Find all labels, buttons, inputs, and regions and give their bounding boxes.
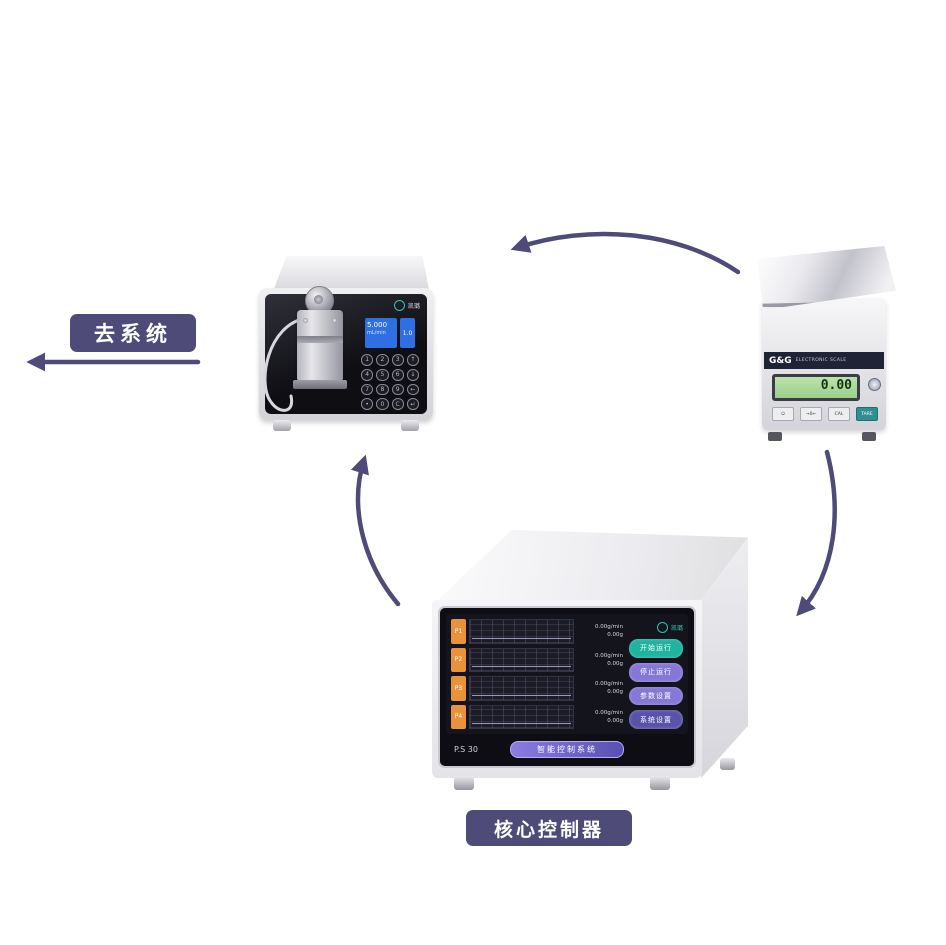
pump-tubing	[263, 316, 309, 412]
controller-screen-buttons: 开始运行 停止运行 参数设置 系统设置	[629, 639, 683, 729]
channel-graph	[469, 619, 574, 644]
controller-model-text: P.S 30	[454, 744, 478, 754]
pump-device: 凯璐 5.000 mL/min 1.0 1 2 3 ↑	[255, 256, 437, 438]
controller-touchscreen: P1 0.00g/min 0.00g P2 0.00	[446, 614, 688, 734]
scale-button-row: ⏻ →0← CAL TARE	[772, 407, 878, 421]
channel-row: P3 0.00g/min 0.00g	[451, 676, 623, 701]
controller-screen-button: 系统设置	[629, 710, 683, 729]
pump-key: C	[391, 398, 404, 410]
channel-values: 0.00g/min 0.00g	[577, 648, 623, 673]
channel-total: 0.00g	[607, 632, 623, 639]
scale-brand-subtext: ELECTRONIC SCALE	[795, 358, 847, 363]
scale-brand-strip: G&G ELECTRONIC SCALE	[764, 352, 884, 369]
pump-key: ←	[406, 383, 419, 396]
controller-bottom-strip: P.S 30 智能控制系统	[446, 738, 688, 760]
screw-icon	[303, 318, 308, 323]
to-system-label: 去系统	[70, 314, 196, 352]
controller-foot	[720, 758, 735, 770]
controller-channel-rows: P1 0.00g/min 0.00g P2 0.00	[451, 619, 623, 729]
pump-key: 8	[376, 383, 389, 396]
arrow-scale-to-pump	[510, 231, 741, 275]
controller-screen-button: 参数设置	[629, 686, 683, 706]
channel-tag: P1	[451, 619, 466, 644]
channel-values: 0.00g/min 0.00g	[577, 676, 623, 701]
pump-key: 3	[391, 354, 404, 366]
scale-foot	[862, 432, 876, 441]
pump-brand-text: 凯璐	[407, 303, 420, 310]
pump-display: 5.000 mL/min 1.0	[365, 318, 415, 348]
pump-head	[297, 310, 343, 382]
pump-key: 6	[391, 368, 404, 381]
pump-display-unit: mL/min	[367, 330, 386, 337]
screw-icon	[332, 318, 337, 323]
pump-display-value: 5.000	[367, 321, 388, 329]
pump-key: 0	[376, 398, 389, 410]
pump-key: ↵	[406, 398, 419, 410]
controller-foot	[650, 776, 670, 790]
scale-level-bubble	[868, 378, 881, 391]
controller-screen-button: 停止运行	[629, 662, 683, 682]
scale-button: →0←	[800, 407, 822, 421]
arrow-scale-to-controller	[796, 449, 837, 617]
channel-tag: P3	[451, 676, 466, 701]
arrow-controller-to-pump	[350, 454, 401, 607]
channel-rate: 0.00g/min	[595, 652, 623, 659]
controller-brand: 凯璐	[629, 620, 683, 634]
pump-key: ↓	[406, 368, 419, 381]
pump-key: 1	[361, 354, 374, 366]
channel-rate: 0.00g/min	[595, 709, 623, 716]
channel-total: 0.00g	[607, 689, 623, 696]
pump-foot	[401, 420, 419, 431]
pump-brand: 凯璐	[393, 300, 420, 311]
channel-total: 0.00g	[607, 660, 623, 667]
channel-row: P2 0.00g/min 0.00g	[451, 647, 623, 673]
channel-tag: P2	[451, 647, 466, 672]
controller-foot	[454, 776, 474, 790]
pump-head-base	[293, 380, 347, 389]
controller-system-name-pill: 智能控制系统	[510, 740, 624, 758]
controller-brand-text: 凯璐	[670, 624, 683, 632]
scale-button: CAL	[828, 407, 850, 421]
pump-front-panel: 凯璐 5.000 mL/min 1.0 1 2 3 ↑	[265, 294, 427, 414]
channel-graph	[469, 676, 574, 701]
controller-front-panel: P1 0.00g/min 0.00g P2 0.00	[438, 606, 696, 768]
controller-screen-button: 开始运行	[629, 639, 683, 658]
pump-key: 5	[376, 368, 389, 381]
core-controller-device: P1 0.00g/min 0.00g P2 0.00	[424, 526, 750, 796]
pump-key: 7	[361, 383, 374, 396]
pump-key: 4	[361, 368, 374, 381]
controller-screen-right-column: 凯璐 开始运行 停止运行 参数设置 系统设置	[629, 619, 683, 729]
channel-row: P4 0.00g/min 0.00g	[451, 704, 623, 730]
scale-foot	[768, 432, 782, 441]
pump-brand-logo-icon	[393, 300, 405, 311]
channel-rate: 0.00g/min	[595, 681, 623, 687]
channel-total: 0.00g	[607, 717, 623, 724]
electronic-scale-device: G&G ELECTRONIC SCALE 0.00 ⏻ →0← CAL TARE	[750, 246, 896, 446]
pump-key: 9	[391, 383, 404, 396]
pump-foot	[273, 420, 291, 431]
controller-brand-logo-icon	[656, 621, 668, 633]
pump-key: ↑	[406, 354, 419, 366]
channel-values: 0.00g/min 0.00g	[577, 705, 623, 730]
channel-tag: P4	[451, 704, 466, 729]
pump-display-main: 5.000 mL/min	[365, 318, 397, 348]
channel-graph	[469, 647, 574, 672]
core-controller-label: 核心控制器	[466, 810, 632, 846]
channel-row: P1 0.00g/min 0.00g	[451, 619, 623, 644]
scale-brand-text: G&G	[769, 355, 792, 366]
scale-button: ⏻	[772, 407, 794, 421]
pump-top-face	[273, 256, 429, 290]
channel-graph	[469, 704, 574, 729]
channel-rate: 0.00g/min	[595, 624, 623, 630]
pump-keypad: 1 2 3 ↑ 4 5 6 ↓ 7 8	[361, 354, 419, 410]
pump-key: •	[361, 398, 374, 410]
pump-display-aux: 1.0	[400, 318, 415, 348]
pump-key: 2	[376, 354, 389, 366]
channel-values: 0.00g/min 0.00g	[577, 619, 623, 644]
scale-lcd-display: 0.00	[772, 374, 860, 401]
scale-button: TARE	[856, 407, 878, 421]
